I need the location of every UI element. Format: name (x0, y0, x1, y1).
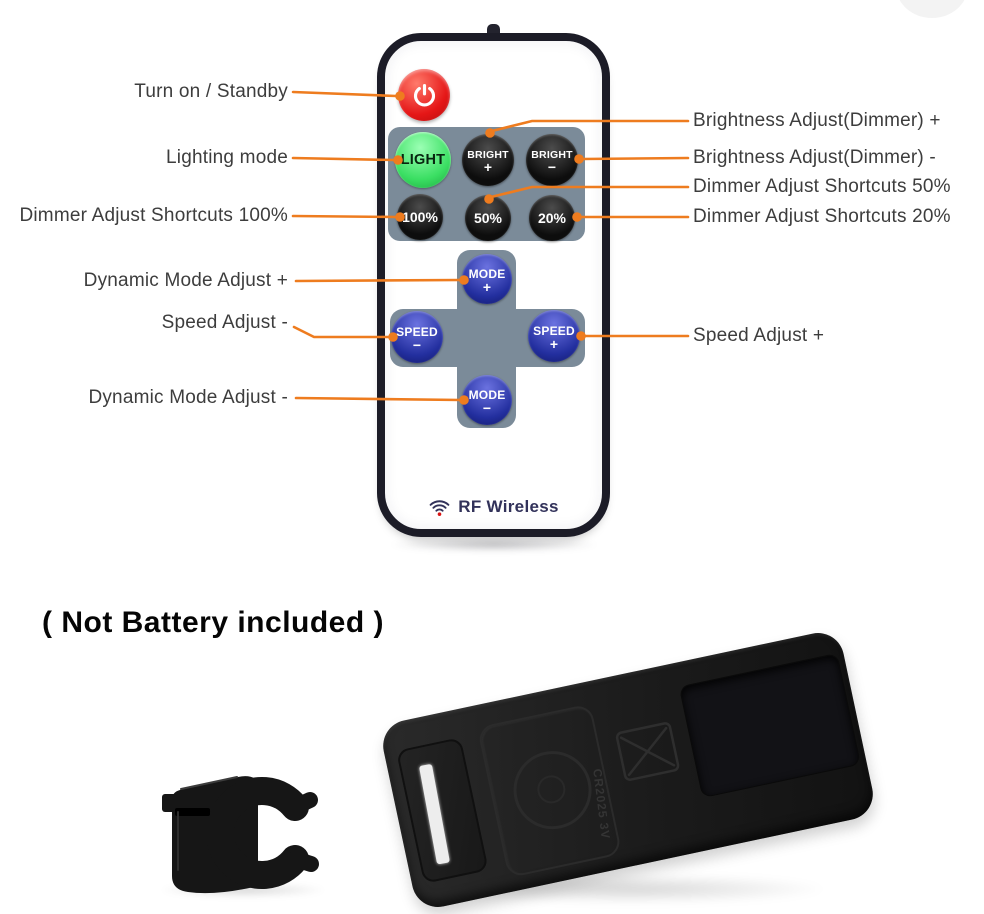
label-lighting-mode: Lighting mode (166, 147, 288, 168)
mounting-clip-photo (162, 776, 319, 894)
brand-row: RF Wireless (385, 497, 602, 517)
remote-back-photo: CR2025 3V (378, 628, 878, 912)
label-speed-minus: Speed Adjust - (161, 312, 288, 333)
caption-no-battery: ( Not Battery included ) (42, 606, 385, 639)
speed-plus-button: SPEED + (528, 310, 580, 362)
label-turn-on-standby: Turn on / Standby (134, 81, 288, 102)
label-dynamic-mode-minus: Dynamic Mode Adjust - (88, 387, 288, 408)
bright-minus-button: BRIGHT − (526, 134, 578, 186)
line-speed-minus (292, 325, 391, 339)
label-brightness-plus: Brightness Adjust(Dimmer) + (693, 110, 941, 131)
mode-plus-button: MODE + (462, 254, 512, 304)
crossed-out-icon (615, 722, 680, 781)
label-dimmer-100: Dimmer Adjust Shortcuts 100% (19, 205, 288, 226)
button-panel: LIGHT BRIGHT + BRIGHT − 100% 50% 20% (388, 127, 585, 241)
speed-minus-button: SPEED − (391, 311, 443, 363)
power-button (398, 69, 450, 121)
dim-20-button: 20% (529, 195, 575, 241)
corner-decoration (896, 0, 968, 18)
mode-minus-button: MODE − (462, 375, 512, 425)
label-speed-plus: Speed Adjust + (693, 325, 825, 346)
brand-text: RF Wireless (458, 497, 559, 516)
dim-50-button: 50% (465, 195, 511, 241)
label-brightness-minus: Brightness Adjust(Dimmer) - (693, 147, 936, 168)
label-recess (678, 652, 861, 799)
dpad: MODE + SPEED − SPEED + MODE − (390, 250, 585, 428)
bright-plus-button: BRIGHT + (462, 134, 514, 186)
label-dynamic-mode-plus: Dynamic Mode Adjust + (83, 270, 288, 291)
label-dimmer-20: Dimmer Adjust Shortcuts 20% (693, 206, 951, 227)
dim-100-button: 100% (397, 194, 443, 240)
wifi-icon (429, 499, 450, 516)
remote-shadow (388, 537, 600, 552)
light-button: LIGHT (395, 132, 451, 188)
remote-front: LIGHT BRIGHT + BRIGHT − 100% 50% 20% (377, 33, 610, 537)
remote-top-nub (487, 24, 500, 34)
power-icon (413, 83, 435, 106)
label-dimmer-50: Dimmer Adjust Shortcuts 50% (693, 176, 951, 197)
